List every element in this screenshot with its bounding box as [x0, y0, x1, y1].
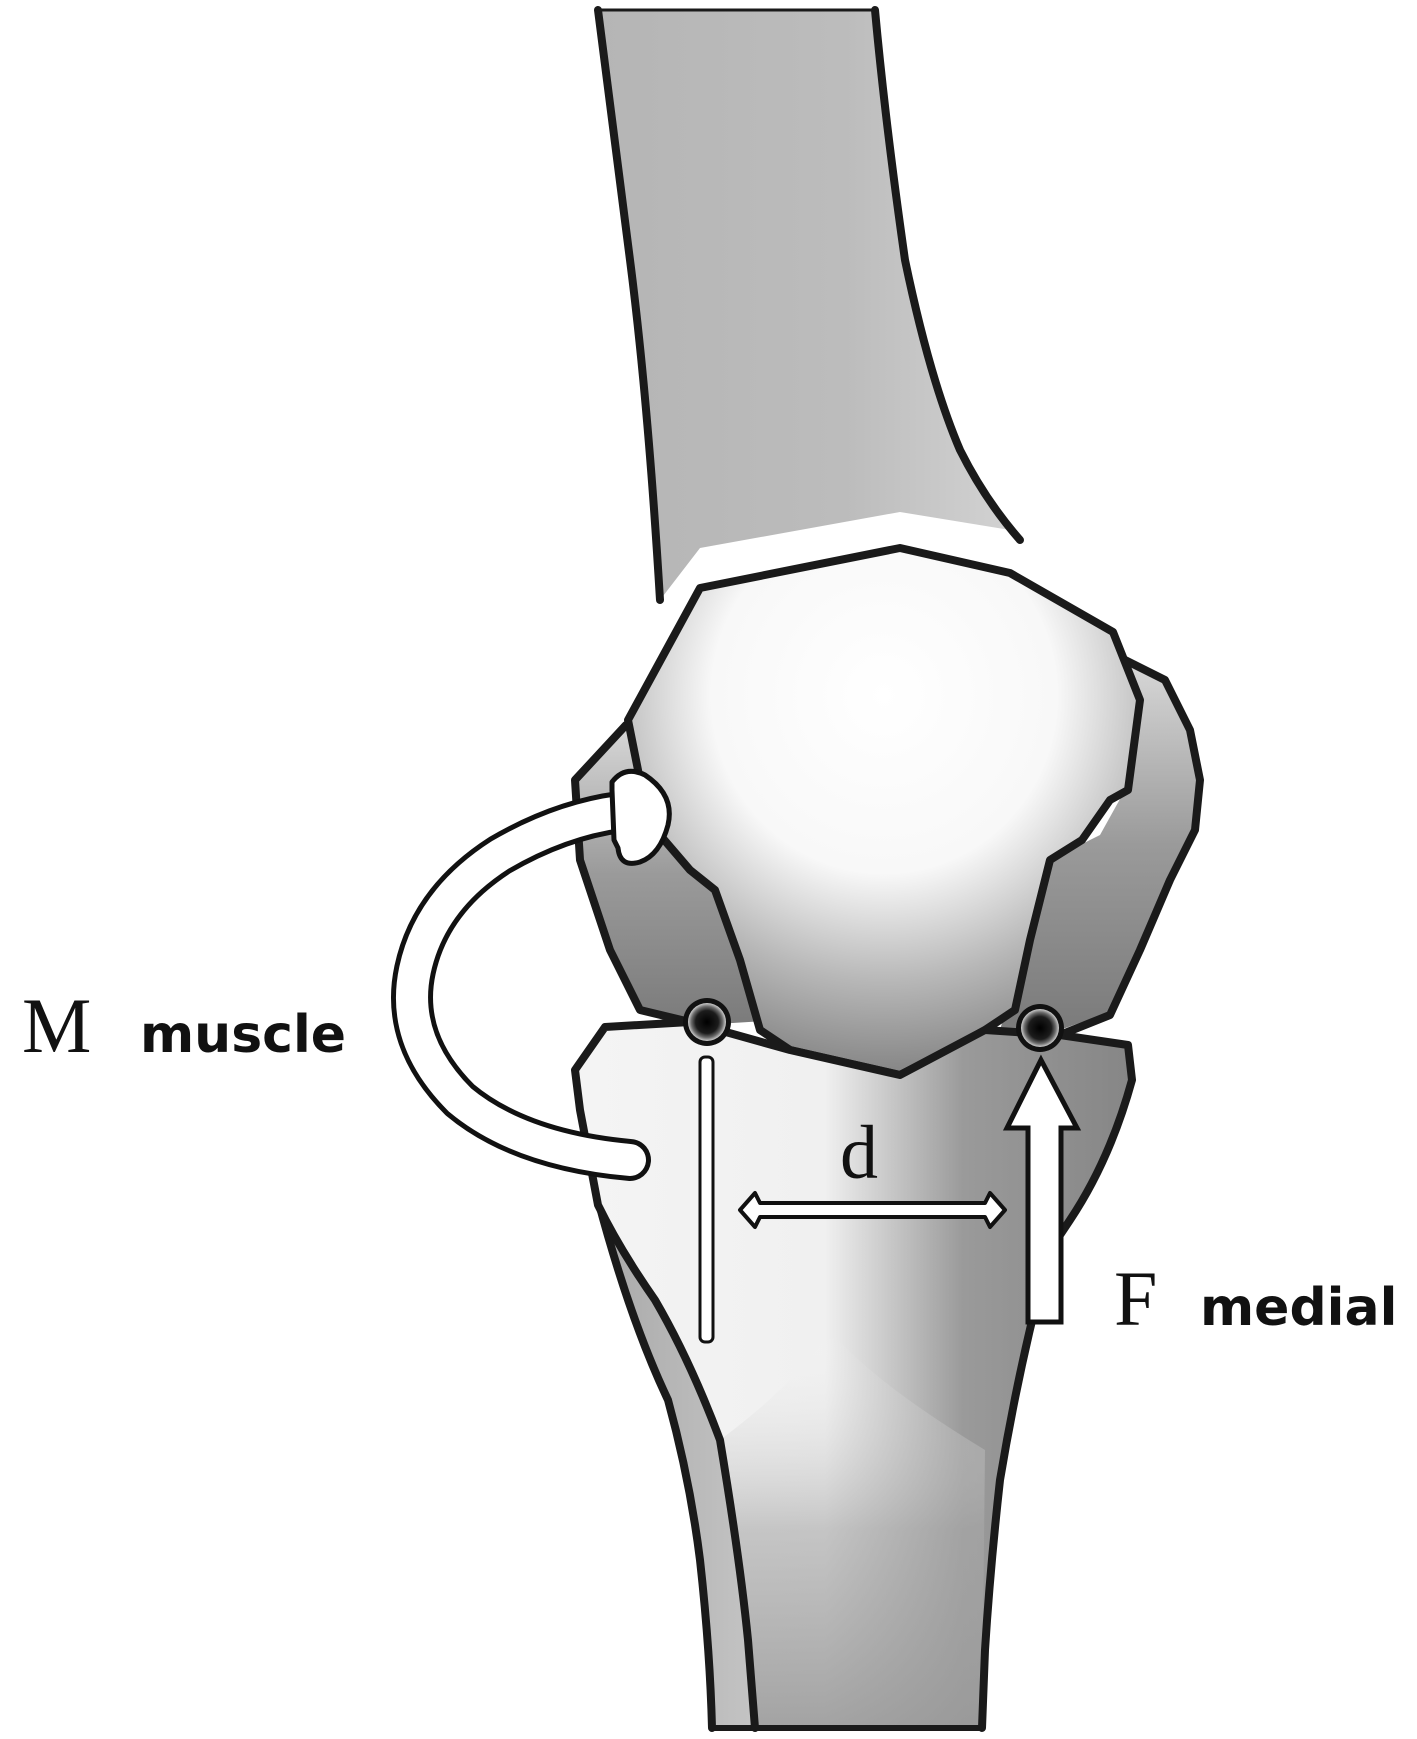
medial-contact-point — [1016, 1004, 1064, 1052]
distance-symbol: d — [840, 1111, 878, 1195]
force-subscript: medial — [1200, 1278, 1397, 1338]
moment-symbol: M — [22, 982, 91, 1069]
muscle-moment-arrow — [391, 768, 672, 1181]
force-symbol: F — [1114, 1255, 1157, 1342]
label-distance: d — [840, 1111, 878, 1195]
lateral-contact-point — [683, 998, 731, 1046]
label-moment-muscle: M muscle — [22, 982, 346, 1069]
label-force-medial: F medial — [1114, 1255, 1397, 1342]
femur-shaft — [594, 6, 1024, 604]
medial-femoral-condyle — [1000, 656, 1204, 1039]
fibula — [594, 1196, 755, 1732]
moment-subscript: muscle — [140, 1005, 346, 1065]
lateral-reference-line — [698, 1055, 715, 1344]
distance-double-arrow — [738, 1191, 1007, 1229]
medial-force-arrow — [1002, 1054, 1082, 1325]
